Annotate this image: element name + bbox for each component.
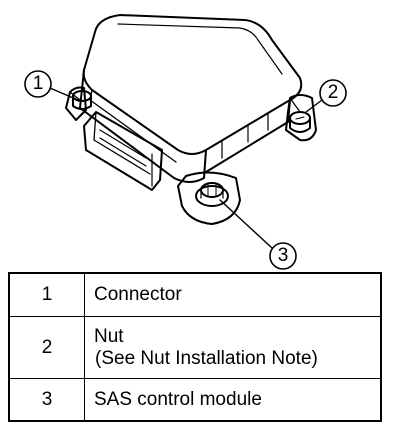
table-row: 1 Connector <box>8 272 382 317</box>
part-description: Connector <box>84 272 382 317</box>
nut-right <box>289 111 311 133</box>
parts-legend-table: 1 Connector 2 Nut (See Nut Installation … <box>8 272 382 422</box>
callout-1-marker <box>24 70 79 101</box>
part-number: 1 <box>8 272 85 317</box>
nut-left <box>72 90 92 110</box>
part-description-line: SAS control module <box>94 388 262 410</box>
part-description: SAS control module <box>84 378 382 422</box>
part-description-line: Connector <box>94 284 182 305</box>
sas-module-illustration <box>24 14 347 270</box>
bottom-mounting-bracket <box>177 171 241 225</box>
callout-2-marker <box>305 79 347 113</box>
part-description: Nut (See Nut Installation Note) <box>84 316 382 379</box>
table-row: 2 Nut (See Nut Installation Note) <box>8 316 382 379</box>
module-body <box>79 14 303 183</box>
right-mounting-bracket <box>285 94 317 142</box>
part-description-line: Nut <box>94 325 124 347</box>
connector <box>83 111 163 191</box>
part-number: 2 <box>8 316 85 379</box>
part-number: 3 <box>8 378 85 422</box>
part-description-note: (See Nut Installation Note) <box>95 347 318 369</box>
callout-3-marker <box>219 199 297 270</box>
table-row: 3 SAS control module <box>8 378 382 422</box>
left-mounting-bracket <box>65 86 87 121</box>
